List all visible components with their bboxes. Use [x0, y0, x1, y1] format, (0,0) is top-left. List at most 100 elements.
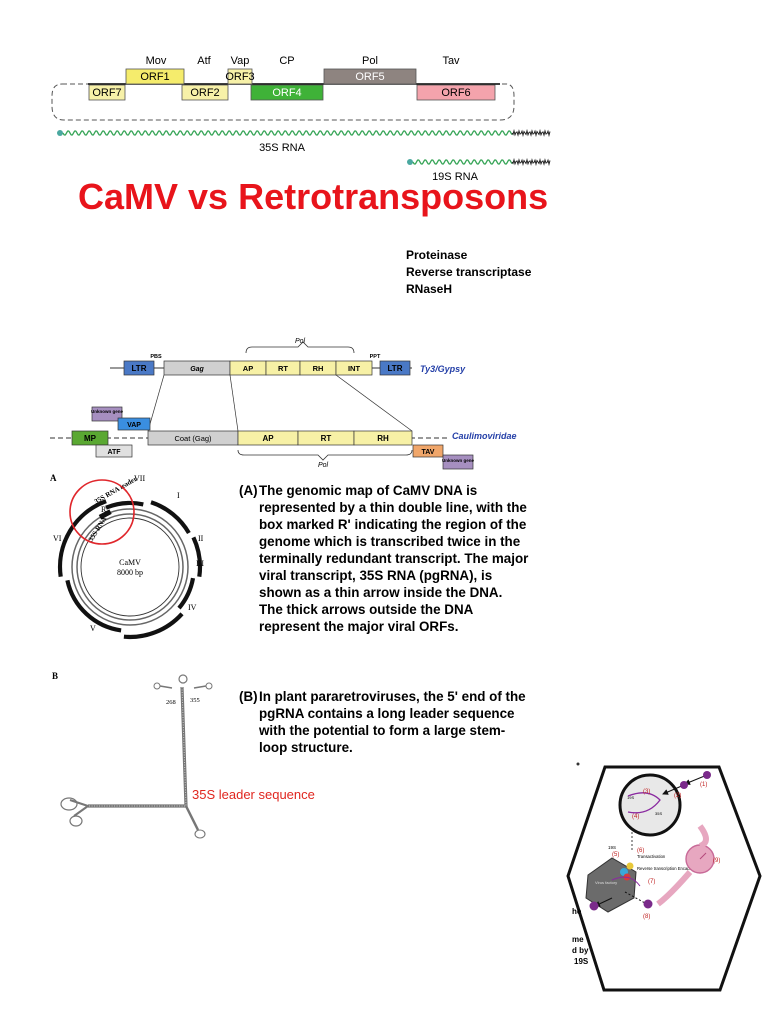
step-2: (2)	[674, 793, 681, 799]
ty3-name: Ty3/Gypsy	[420, 364, 466, 374]
35s-rna-wave	[62, 130, 513, 136]
dna-outer-strand	[71, 508, 189, 626]
factory-rna	[611, 876, 641, 887]
step-4: (4)	[632, 814, 639, 820]
ty3-gag-label: Gag	[190, 366, 204, 373]
cau-rt-label: RT	[321, 434, 332, 443]
crop-speck	[576, 762, 580, 766]
caption-a-label: (A)	[239, 483, 258, 498]
virion-exit	[589, 901, 599, 911]
stem-loop-terminal	[194, 829, 206, 839]
pink-organelle-hand	[699, 852, 707, 860]
circular-genome-outline	[51, 83, 515, 121]
orf2-box	[181, 84, 229, 101]
cau-mp-label: MP	[84, 434, 97, 443]
retro-comparison: Pol PBS PPT LTR Gag AP RT RH INT LTR Ty3…	[50, 338, 517, 470]
cut-text-1: he	[572, 907, 582, 916]
orf2-label: ORF2	[190, 87, 219, 99]
mini-chromosome	[627, 792, 661, 814]
caption-b-text: In plant pararetroviruses, the 5' end of…	[259, 689, 526, 755]
orf7-box	[88, 84, 126, 101]
center-size: 8000 bp	[117, 568, 143, 577]
orf1-label: ORF1	[140, 71, 169, 83]
ty3-pol-brace	[245, 341, 355, 354]
ty3-rt-label: RT	[278, 364, 288, 373]
cau-tav	[412, 444, 444, 458]
step-8: (8)	[643, 914, 650, 920]
stem-top-loop	[153, 682, 161, 690]
ring-label-iii: III	[196, 559, 204, 568]
ty3-int	[335, 360, 373, 376]
stem-loop-terminal	[69, 815, 83, 827]
ty3-pol-label: Pol	[295, 338, 306, 345]
label-mov: Mov	[146, 55, 167, 67]
ring-label-vi: VI	[53, 534, 62, 543]
cell-cycle-diagram: (3) (4) 19S 35S (1) (2) 19S (5) (6) Tran…	[566, 762, 762, 992]
19s-rna-label: 19S RNA	[432, 171, 479, 183]
label-tav: Tav	[442, 55, 460, 67]
projection-line	[335, 374, 413, 432]
35s-rna-label: 35S RNA	[259, 142, 306, 154]
label-atf: Atf	[197, 55, 211, 67]
orf3-box	[227, 68, 253, 85]
orf-arcs	[57, 499, 203, 640]
cau-mp	[71, 430, 109, 446]
ring-label-v: V	[90, 624, 96, 633]
r-prime-box	[98, 509, 112, 520]
center-name: CaMV	[119, 558, 141, 567]
ty3-ap-label: AP	[243, 364, 253, 373]
cau-rh-label: RH	[377, 434, 389, 443]
enzyme-reverse-transcriptase: Reverse transcriptase	[406, 265, 532, 279]
cut-text-3: d by	[572, 946, 589, 955]
ring-label-ii: II	[198, 534, 204, 543]
pbs-label: PBS	[150, 354, 162, 360]
camv-genome-map: Mov Atf Vap CP Pol Tav ORF1 ORF3 ORF5 OR…	[51, 55, 551, 183]
panel-b-letter: B	[52, 671, 58, 681]
caption-a: (A) The genomic map of CaMV DNA is repre…	[239, 482, 529, 635]
factory-particle	[626, 862, 634, 870]
orf5-box	[323, 68, 417, 85]
ty3-ltr-left-label: LTR	[132, 364, 147, 373]
label-cp: CP	[279, 55, 294, 67]
cau-unknown-gene-right	[442, 454, 474, 470]
stem-loop-top	[178, 674, 188, 684]
ty3-ltr-right-label: LTR	[388, 364, 403, 373]
panel-b-diagram: B 268 355	[52, 671, 213, 839]
stem-loop-terminal	[60, 797, 78, 811]
orf7-label: ORF7	[92, 87, 121, 99]
cau-coat-label: Coat (Gag)	[174, 434, 212, 443]
stem-branch	[184, 805, 200, 831]
cau-atf-label: ATF	[107, 449, 121, 456]
cau-atf	[95, 444, 133, 458]
ring-label-vii: VII	[134, 474, 145, 483]
cell-outline	[566, 765, 762, 992]
label-virus-factory: Virus factory	[595, 880, 617, 885]
19s-rna-wave	[412, 159, 513, 165]
ppt-label: PPT	[370, 354, 381, 360]
19s-cap	[407, 159, 413, 165]
label-19s-export: 19S	[608, 845, 616, 850]
cau-tav-label: TAV	[422, 449, 435, 456]
enzyme-proteinase: Proteinase	[406, 248, 468, 262]
step-9: (9)	[713, 858, 720, 864]
35s-rna-arrow	[80, 517, 180, 617]
page-title: CaMV vs Retrotransposons	[78, 176, 549, 217]
step-3: (3)	[643, 789, 650, 795]
label-vap: Vap	[231, 55, 250, 67]
leader-sequence-note: 35S leader sequence	[192, 787, 315, 802]
virion-degrade	[643, 899, 653, 909]
cau-unknown-right-label: Unknown gene	[442, 458, 474, 463]
leader-highlight-circle	[69, 479, 135, 545]
virion-entry	[680, 781, 688, 789]
35s-cap	[57, 130, 63, 136]
orf6-box	[416, 84, 496, 101]
cau-unknown-gene-left	[91, 406, 123, 422]
projection-line	[229, 374, 239, 432]
cau-vap	[117, 417, 151, 431]
ring-label-i: I	[177, 491, 180, 500]
stem-top-branch	[159, 685, 207, 689]
cut-text-4: 19S	[574, 957, 589, 966]
cut-text-2: me	[572, 935, 584, 944]
panel-a-diagram: A R' VII I II III IV V VI CaMV 8000 bp 3…	[50, 473, 204, 640]
